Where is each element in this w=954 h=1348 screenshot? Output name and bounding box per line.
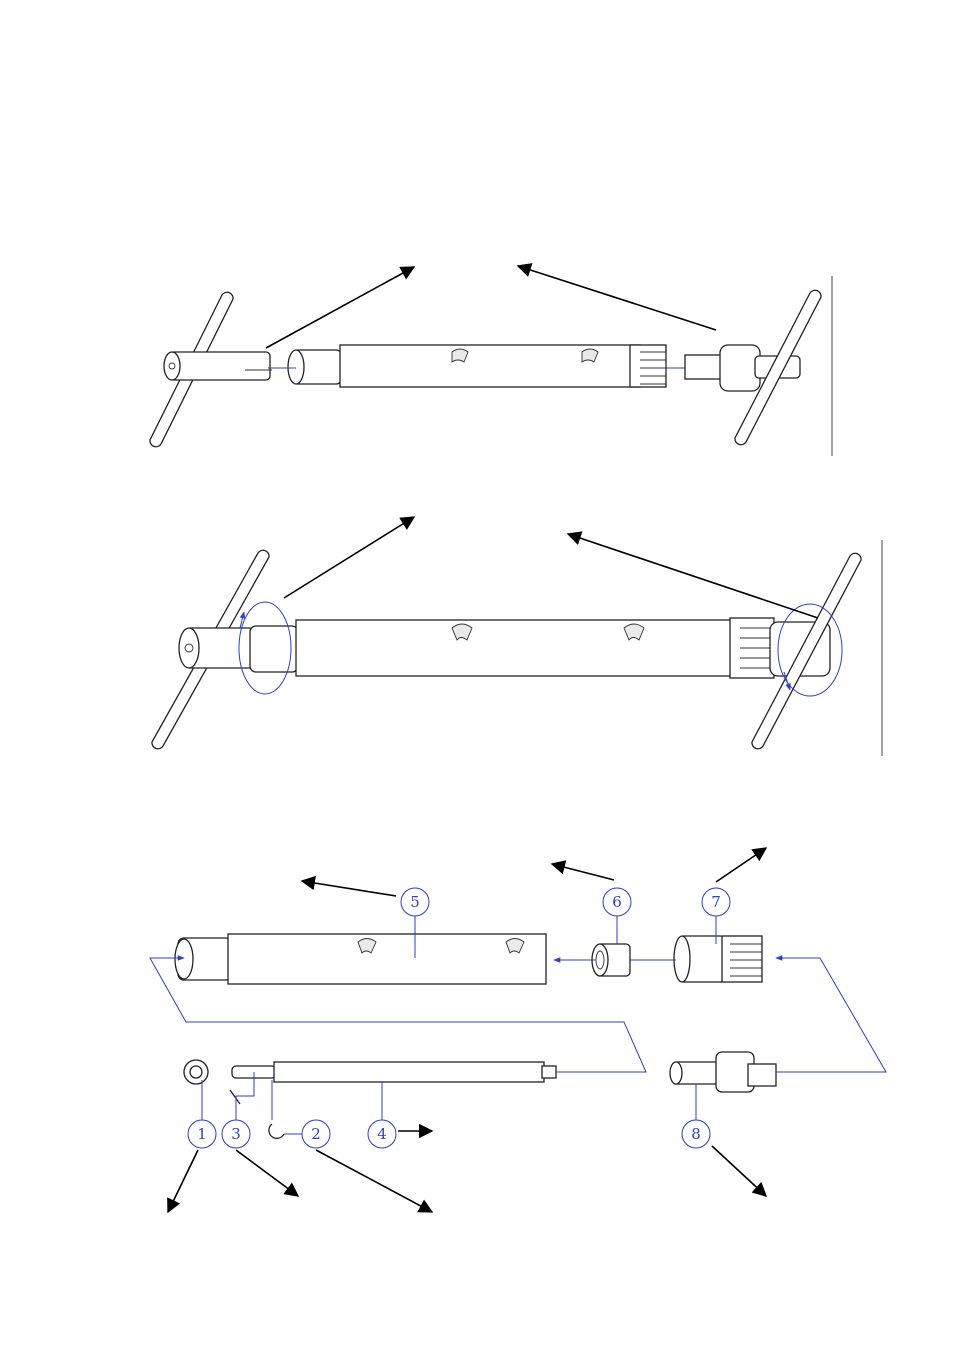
part-4-shaft: [232, 1062, 556, 1082]
part-1-bearing: [184, 1060, 208, 1084]
left-t-handle: [150, 292, 272, 447]
part-6-bushing: [592, 944, 630, 976]
callout-8: 8: [682, 1120, 710, 1148]
callout-1: 1: [188, 1120, 216, 1148]
arrow: [552, 864, 614, 880]
part-7-cutter: [674, 936, 762, 982]
callout-3: 3: [222, 1120, 250, 1148]
callout-4: 4: [368, 1120, 396, 1148]
view-assembled: [152, 517, 882, 756]
callout-label: 8: [691, 1125, 701, 1143]
callout-7: 7: [702, 888, 730, 916]
view-parts: 5 6 7 1 3 2 4 8: [150, 848, 886, 1212]
callout-label: 3: [231, 1125, 241, 1143]
callout-label: 6: [612, 893, 622, 911]
arrow: [168, 1150, 198, 1212]
arrow: [302, 881, 396, 896]
tube-assembly-top: [268, 345, 690, 387]
callout-label: 2: [311, 1125, 321, 1143]
part-5-tube: [175, 934, 546, 984]
callout-5: 5: [401, 888, 429, 916]
arrow: [284, 517, 414, 598]
callout-label: 5: [410, 893, 420, 911]
callout-6: 6: [603, 888, 631, 916]
view-exploded: [150, 266, 832, 456]
tube-assembled: [296, 620, 736, 676]
arrow: [712, 1146, 766, 1196]
part-8-drive: [670, 1052, 776, 1092]
arrow: [568, 534, 818, 618]
arrow: [316, 1150, 432, 1212]
part-2-clip: [269, 1124, 284, 1138]
callout-label: 7: [711, 893, 721, 911]
callout-label: 4: [377, 1125, 387, 1143]
arrow: [518, 266, 716, 330]
callout-label: 1: [197, 1125, 207, 1143]
arrow: [236, 1150, 298, 1196]
arrow: [266, 267, 414, 348]
right-t-handle: [685, 290, 821, 445]
part-3-pin: [230, 1090, 240, 1104]
callout-2: 2: [302, 1120, 330, 1148]
arrow: [716, 848, 766, 882]
